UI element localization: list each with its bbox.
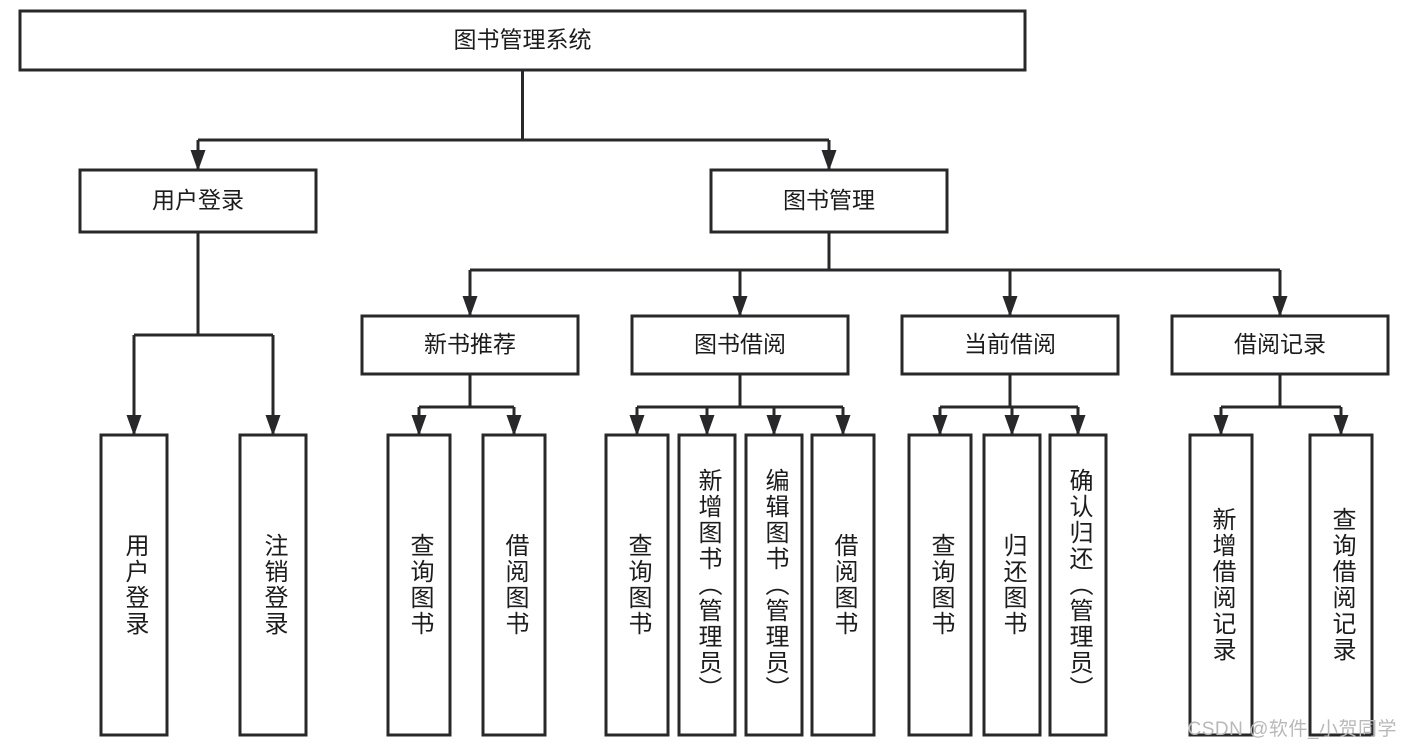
- node-leaf-add-book[interactable]: 新增图书（管理员）: [677, 433, 737, 737]
- node-book-management[interactable]: 图书管理: [709, 168, 949, 234]
- node-leaf-user-login[interactable]: 用户登录: [99, 433, 169, 737]
- node-user-login[interactable]: 用户登录: [78, 168, 318, 234]
- node-leaf-return-book[interactable]: 归还图书: [982, 433, 1042, 737]
- node-label: 图书管理: [783, 187, 875, 213]
- node-root[interactable]: 图书管理系统: [18, 9, 1027, 72]
- node-label: 新增借阅记录: [1207, 507, 1235, 663]
- node-label: 借阅图书: [500, 533, 528, 637]
- node-label: 图书管理系统: [454, 27, 592, 53]
- node-label: 用户登录: [152, 187, 244, 213]
- node-label: 确认归还（管理员）: [1064, 468, 1092, 702]
- node-new-book-recommend[interactable]: 新书推荐: [360, 314, 580, 376]
- node-leaf-borrow-book-1[interactable]: 借阅图书: [481, 433, 547, 737]
- node-leaf-query-book-1[interactable]: 查询图书: [386, 433, 452, 737]
- node-borrow-record[interactable]: 借阅记录: [1170, 314, 1390, 376]
- node-leaf-logout[interactable]: 注销登录: [238, 433, 308, 737]
- node-leaf-query-book-3[interactable]: 查询图书: [907, 433, 973, 737]
- node-label: 归还图书: [998, 533, 1026, 637]
- node-book-borrow[interactable]: 图书借阅: [630, 314, 850, 376]
- node-label: 编辑图书（管理员）: [760, 468, 788, 702]
- node-leaf-query-book-2[interactable]: 查询图书: [604, 433, 670, 737]
- node-label: 当前借阅: [964, 331, 1056, 357]
- node-leaf-edit-book[interactable]: 编辑图书（管理员）: [744, 433, 804, 737]
- node-label: 借阅记录: [1234, 331, 1326, 357]
- node-label: 查询图书: [926, 533, 954, 637]
- node-label: 借阅图书: [829, 533, 857, 637]
- connector-layer: [126, 70, 1349, 436]
- node-leaf-confirm-return[interactable]: 确认归还（管理员）: [1048, 433, 1108, 737]
- node-label: 注销登录: [259, 533, 287, 637]
- node-label: 查询借阅记录: [1327, 507, 1355, 663]
- node-label: 查询图书: [405, 533, 433, 637]
- node-layer: 用户登录用户登录注销登录图书管理新书推荐查询图书借阅图书图书借阅查询图书新增图书…: [18, 9, 1390, 737]
- node-label: 用户登录: [120, 533, 148, 637]
- node-leaf-borrow-book-2[interactable]: 借阅图书: [810, 433, 876, 737]
- node-label: 图书借阅: [694, 331, 786, 357]
- node-label: 新增图书（管理员）: [693, 468, 721, 702]
- node-label: 新书推荐: [424, 331, 516, 357]
- node-label: 查询图书: [623, 533, 651, 637]
- node-leaf-add-record[interactable]: 新增借阅记录: [1188, 433, 1254, 737]
- node-current-borrow[interactable]: 当前借阅: [900, 314, 1120, 376]
- node-leaf-query-record[interactable]: 查询借阅记录: [1308, 433, 1374, 737]
